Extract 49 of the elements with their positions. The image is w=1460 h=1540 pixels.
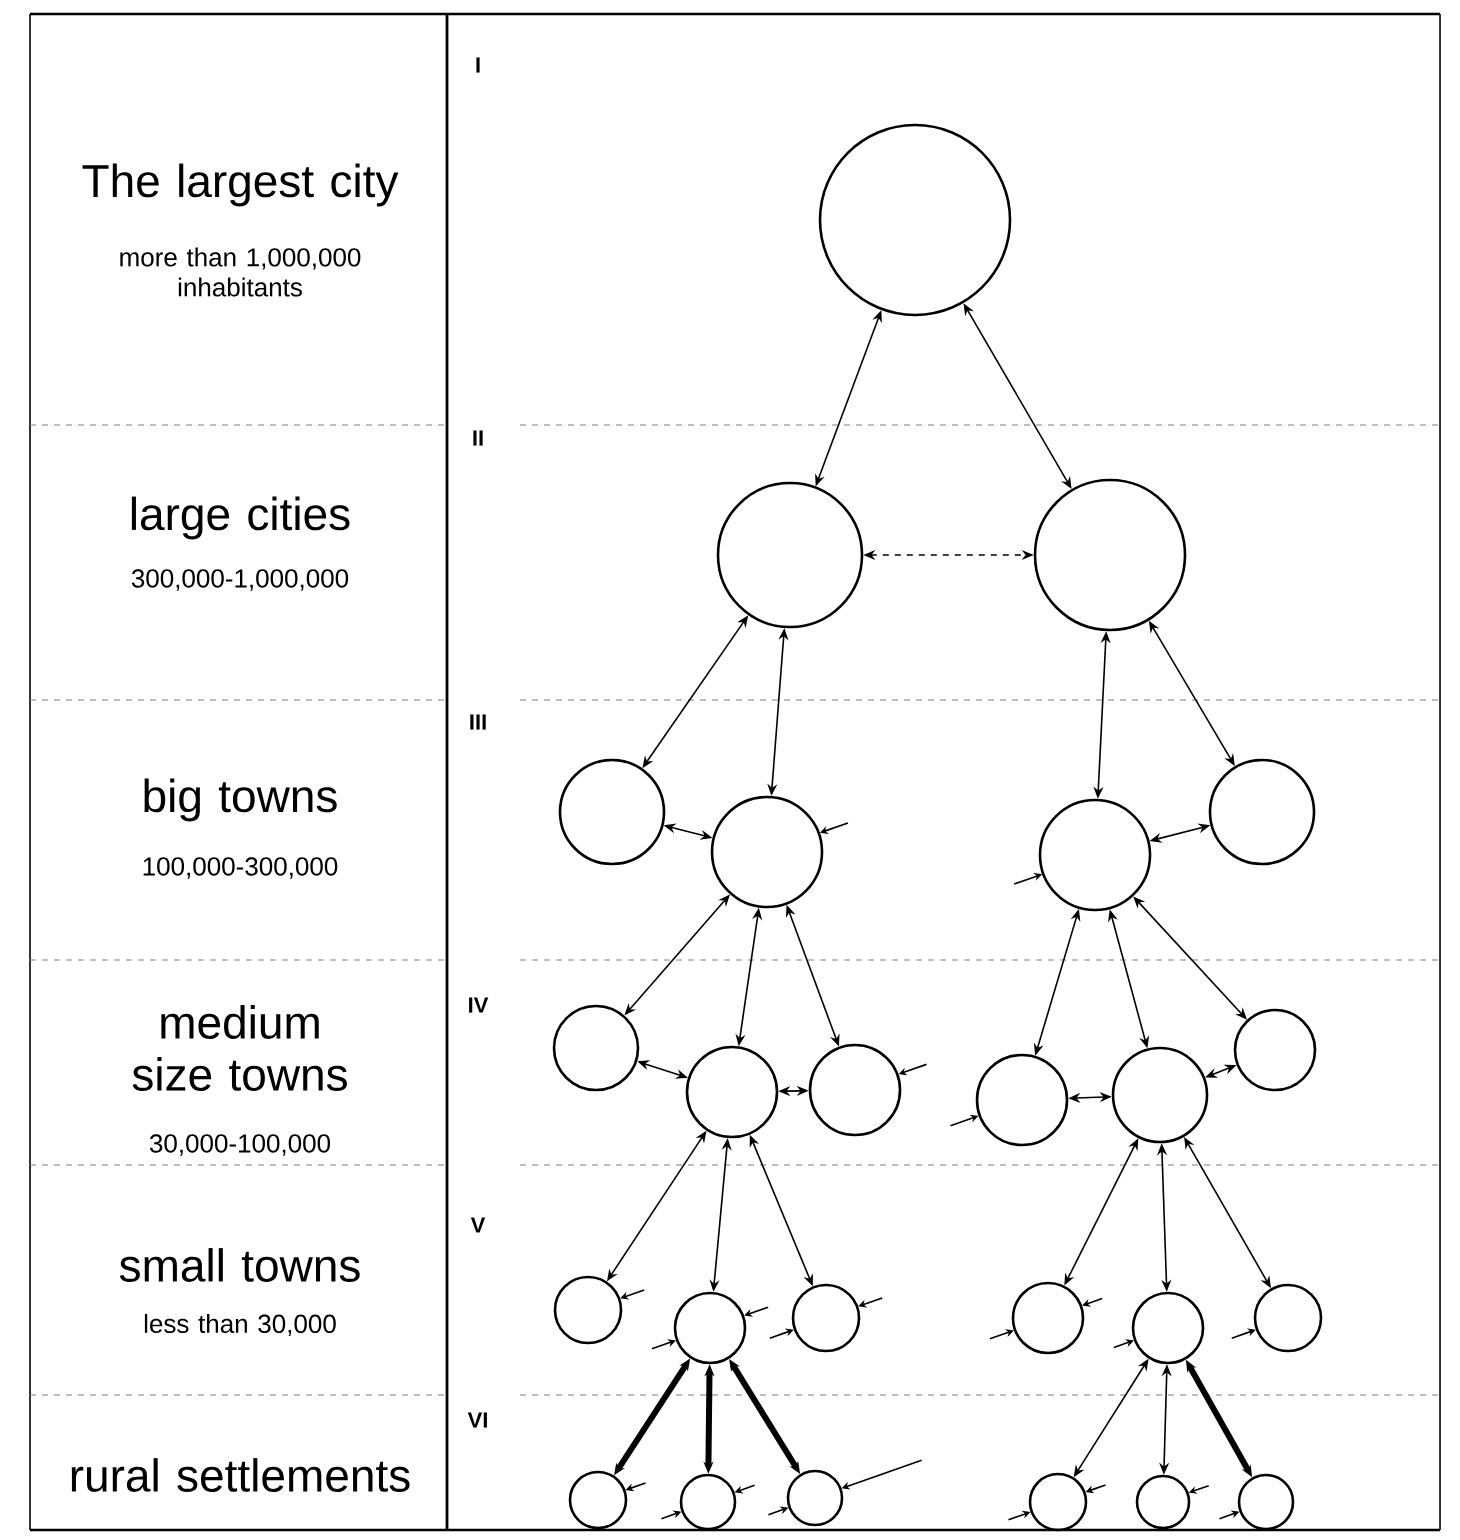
settlement-circle xyxy=(791,1283,861,1353)
roman-numeral: I xyxy=(476,57,480,73)
settlement-circle xyxy=(679,1473,737,1531)
roman-numeral: V xyxy=(470,1217,486,1233)
population-range: 100,000-300,000 xyxy=(143,857,338,879)
roman-numeral: IV xyxy=(469,997,489,1013)
population-range: less than 30,000 xyxy=(144,1313,336,1337)
settlement-circle xyxy=(553,1275,623,1345)
settlement-circle xyxy=(552,1004,640,1092)
roman-numeral: II xyxy=(473,430,483,446)
level-label: big towns xyxy=(144,778,337,822)
population-range: more than 1,000,000 inhabitants xyxy=(120,247,361,297)
settlement-circle xyxy=(716,481,864,629)
population-range: 300,000-1,000,000 xyxy=(131,569,349,591)
settlement-circle xyxy=(1253,1283,1323,1353)
level-label: medium size towns xyxy=(132,1005,347,1091)
settlement-circle xyxy=(710,795,824,909)
arrow xyxy=(769,1328,794,1339)
settlement-circle xyxy=(1111,1046,1209,1144)
level-label: The largest city xyxy=(82,163,399,207)
level-label: large cities xyxy=(131,496,350,540)
arrow xyxy=(1231,1328,1256,1339)
settlement-circle xyxy=(1033,478,1187,632)
arrow xyxy=(989,1329,1014,1340)
roman-numeral: VI xyxy=(467,1412,487,1428)
level-label: rural settlements xyxy=(71,1458,410,1492)
settlement-circle xyxy=(1038,798,1152,912)
settlement-circle xyxy=(558,758,666,866)
settlement-circle xyxy=(1011,1281,1085,1355)
settlement-circle xyxy=(808,1043,902,1137)
settlement-circle xyxy=(1233,1008,1317,1092)
arrow xyxy=(744,1306,769,1317)
settlement-circle xyxy=(568,1470,628,1530)
settlement-circle xyxy=(1131,1291,1205,1365)
arrow xyxy=(1113,1339,1134,1349)
arrow xyxy=(651,1339,676,1350)
settlement-circle xyxy=(685,1045,779,1139)
settlement-circle xyxy=(1208,758,1316,866)
arrow xyxy=(1082,1297,1103,1307)
settlement-circle xyxy=(1028,1472,1088,1532)
settlement-circle xyxy=(1135,1474,1191,1530)
settlement-circle xyxy=(975,1053,1069,1147)
population-range: 30,000-100,000 xyxy=(149,1134,331,1156)
settlement-circle xyxy=(1237,1473,1295,1531)
settlement-circle xyxy=(818,123,1012,317)
settlement-circle xyxy=(673,1291,747,1365)
settlement-circle xyxy=(786,1469,844,1527)
level-label: small towns xyxy=(119,1248,360,1282)
roman-numeral: III xyxy=(470,714,486,730)
